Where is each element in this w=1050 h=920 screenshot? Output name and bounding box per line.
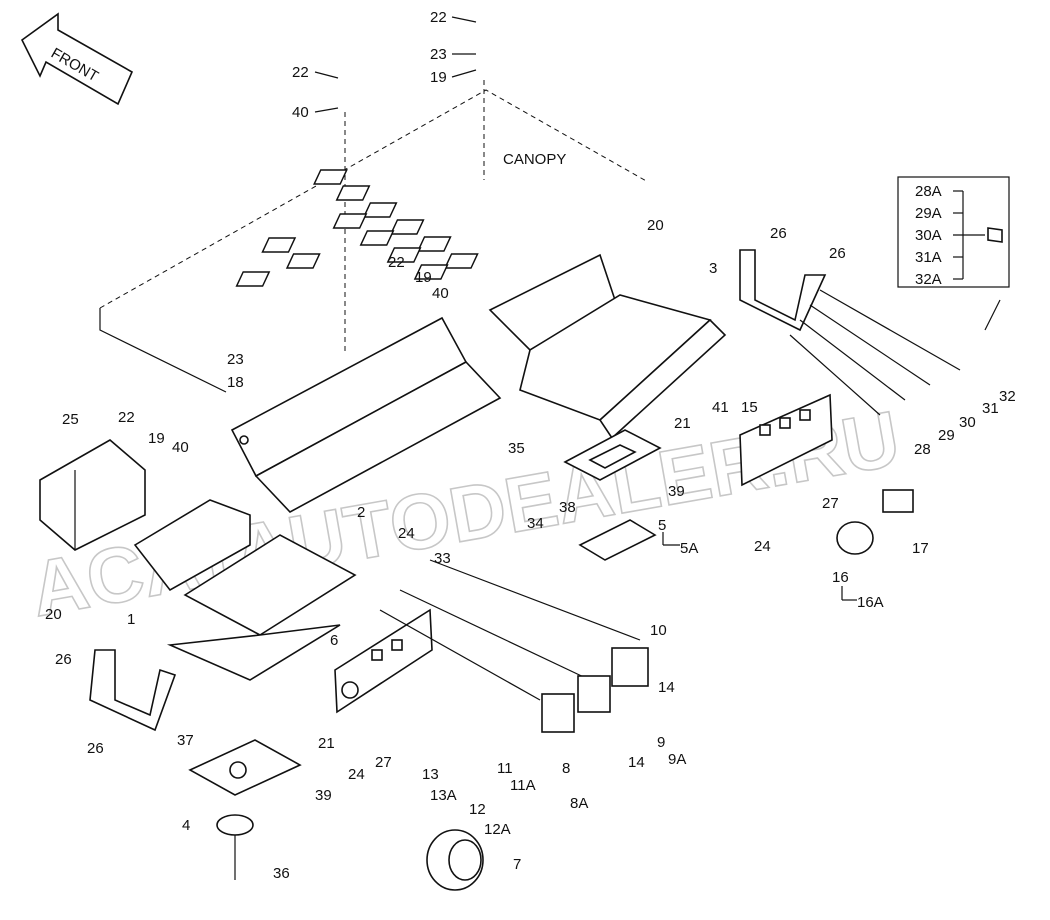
part-37-plate (188, 739, 302, 796)
harnesses (379, 289, 961, 701)
legend-item-28a: 28A (915, 183, 942, 200)
callout-7: 7 (513, 856, 521, 873)
callout-41: 41 (712, 399, 729, 416)
part-38-gasket (563, 429, 662, 481)
callout-19: 19 (148, 430, 165, 447)
callout-34: 34 (527, 515, 544, 532)
callout-36: 36 (273, 865, 290, 882)
callout-39: 39 (668, 483, 685, 500)
callout-23: 23 (430, 46, 447, 63)
callout-21: 21 (318, 735, 335, 752)
callout-1: 1 (127, 611, 135, 628)
callout-12: 12 (469, 801, 486, 818)
callout-19: 19 (415, 269, 432, 286)
callout-27: 27 (822, 495, 839, 512)
callout-31: 31 (982, 400, 999, 417)
callout-20: 20 (647, 217, 664, 234)
callout-32: 32 (999, 388, 1016, 405)
callout-27: 27 (375, 754, 392, 771)
callout-24: 24 (398, 525, 415, 542)
callout-19: 19 (430, 69, 447, 86)
callout-39: 39 (315, 787, 332, 804)
callout-40: 40 (292, 104, 309, 121)
part-2-bracket (230, 316, 502, 513)
callout-16: 16 (832, 569, 849, 586)
leader-lines (314, 16, 857, 601)
part-25-lamp (39, 439, 146, 551)
callout-38: 38 (559, 499, 576, 516)
callout-29: 29 (938, 427, 955, 444)
canopy-label: CANOPY (503, 151, 566, 168)
callout-20: 20 (45, 606, 62, 623)
callout-15: 15 (741, 399, 758, 416)
callout-14: 14 (628, 754, 645, 771)
callout-2: 2 (357, 504, 365, 521)
callout-13a: 13A (430, 787, 457, 804)
callout-labels: 22 23 19 22 40 20 3 22 19 40 23 18 22 19… (45, 9, 1016, 882)
part-1-box (133, 499, 357, 681)
part-26-brackets (89, 249, 827, 732)
callout-18: 18 (227, 374, 244, 391)
callout-9: 9 (657, 734, 665, 751)
legend-item-32a: 32A (915, 271, 942, 288)
part-5-light (578, 519, 657, 561)
callout-28: 28 (914, 441, 931, 458)
part-15-panel (739, 393, 833, 487)
callout-22: 22 (292, 64, 309, 81)
connector-blocks (541, 489, 914, 733)
part-3-housing (488, 253, 727, 440)
callout-8a: 8A (570, 795, 588, 812)
callout-11a: 11A (510, 777, 536, 794)
legend-item-29a: 29A (915, 205, 942, 222)
callout-22: 22 (388, 254, 405, 271)
legend-item-31a: 31A (915, 249, 942, 266)
callout-10: 10 (650, 622, 667, 639)
callout-12a: 12A (484, 821, 511, 838)
callout-40: 40 (172, 439, 189, 456)
callout-37: 37 (177, 732, 194, 749)
callout-6: 6 (330, 632, 338, 649)
callout-26: 26 (87, 740, 104, 757)
callout-25: 25 (62, 411, 79, 428)
callout-26: 26 (770, 225, 787, 242)
part-7-gauge (426, 829, 484, 891)
legend-item-30a: 30A (915, 227, 942, 244)
callout-5: 5 (658, 517, 666, 534)
callout-22: 22 (118, 409, 135, 426)
callout-26: 26 (829, 245, 846, 262)
callout-9a: 9A (668, 751, 686, 768)
callout-3: 3 (709, 260, 717, 277)
callout-16a: 16A (857, 594, 884, 611)
callout-40: 40 (432, 285, 449, 302)
legend-box: 28A 29A 30A 31A 32A (897, 176, 1010, 331)
callout-35: 35 (508, 440, 525, 457)
callout-8: 8 (562, 760, 570, 777)
callout-13: 13 (422, 766, 439, 783)
callout-30: 30 (959, 414, 976, 431)
canopy-vent-slots (235, 169, 479, 287)
part-6-panel (334, 608, 433, 714)
callout-22: 22 (430, 9, 447, 26)
part-4-sensor (216, 814, 254, 880)
callout-26: 26 (55, 651, 72, 668)
canopy-outline: CANOPY (99, 80, 649, 393)
callout-14: 14 (658, 679, 675, 696)
callout-24: 24 (348, 766, 365, 783)
callout-33: 33 (434, 550, 451, 567)
callout-4: 4 (182, 817, 190, 834)
callout-5a: 5A (680, 540, 698, 557)
callout-17: 17 (912, 540, 929, 557)
callout-23: 23 (227, 351, 244, 368)
callout-11: 11 (497, 760, 513, 777)
callout-21: 21 (674, 415, 691, 432)
callout-24: 24 (754, 538, 771, 555)
